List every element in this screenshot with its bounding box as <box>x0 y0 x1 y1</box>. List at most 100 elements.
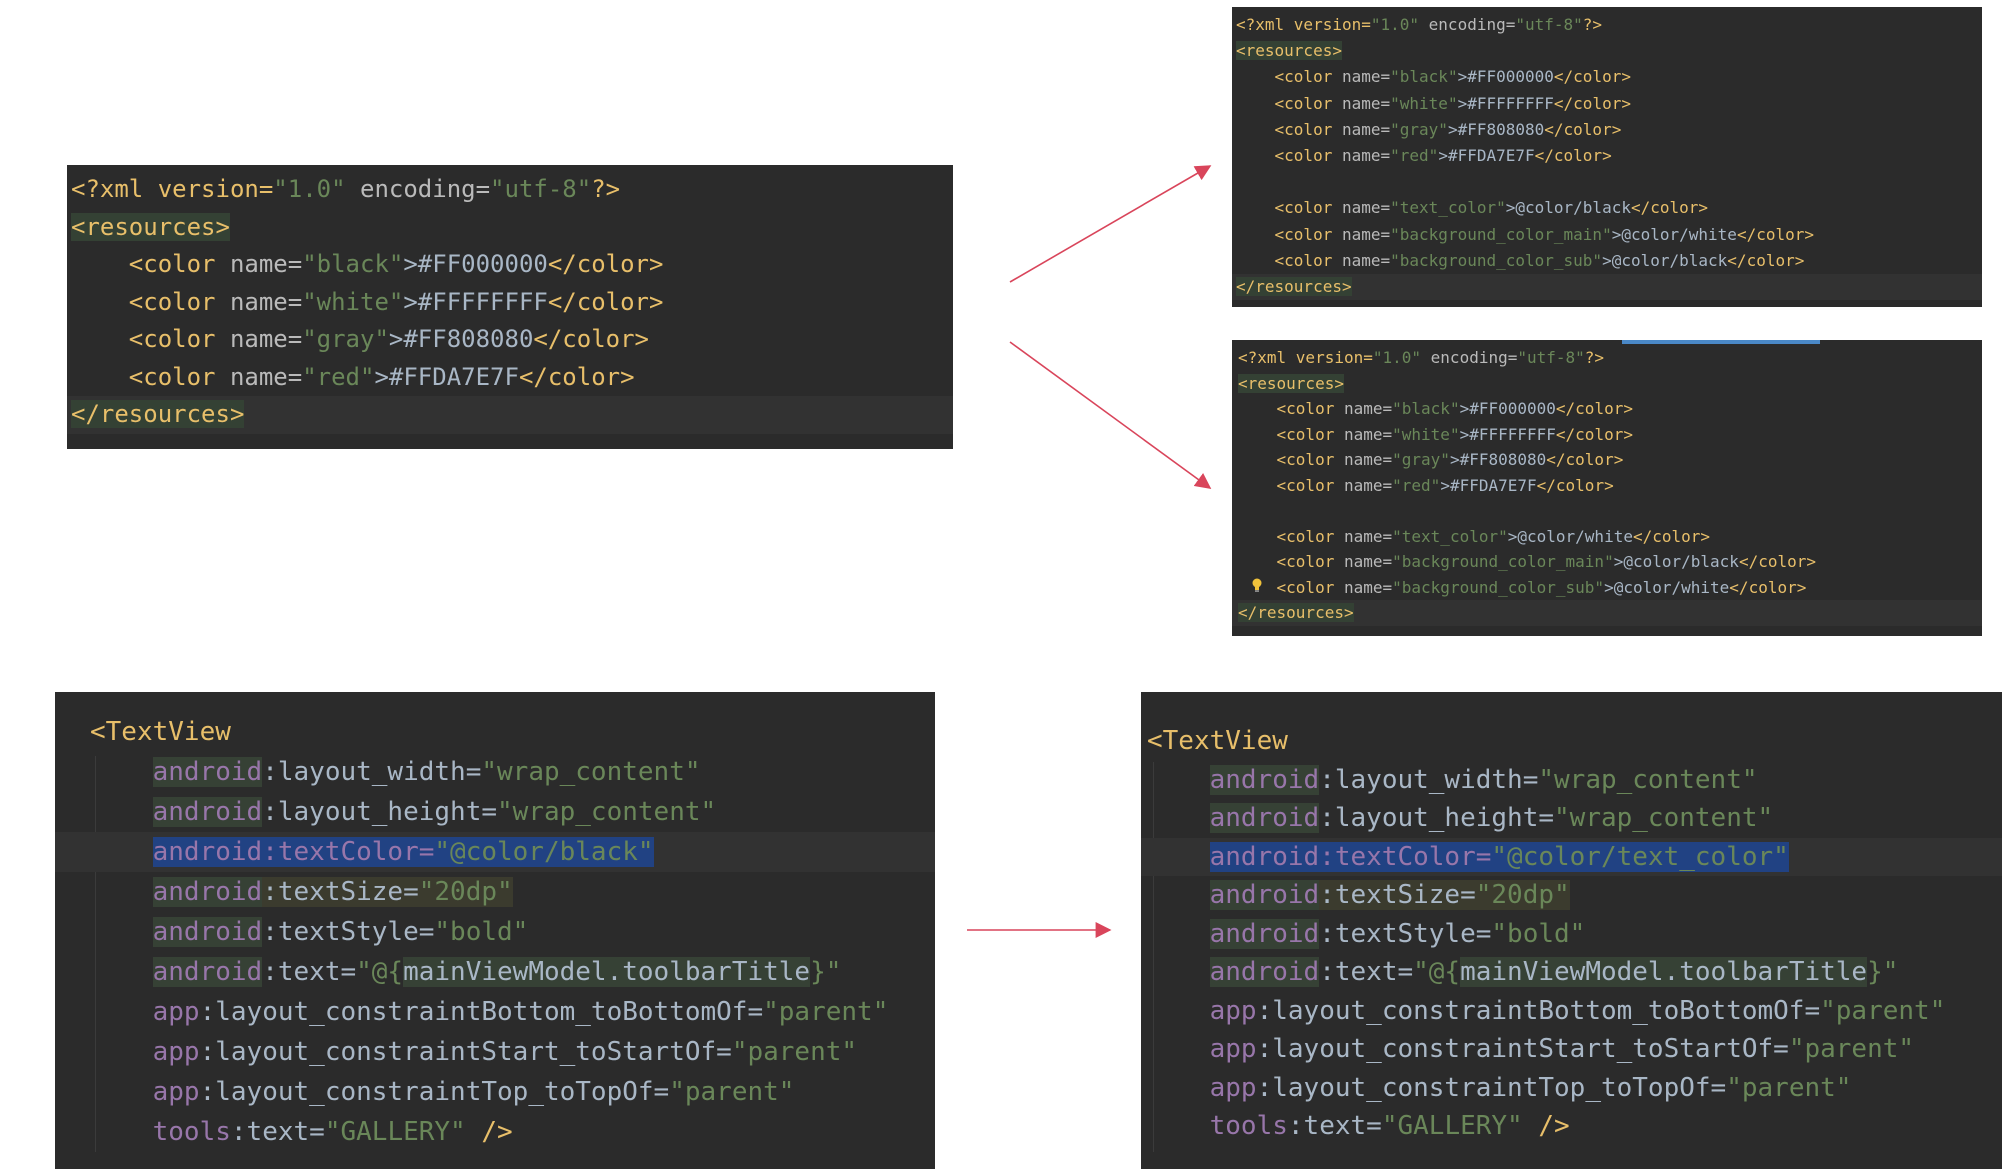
code-line[interactable]: android:textColor="@color/text_color" <box>1147 838 2002 877</box>
code-token: :layout_height= <box>1319 803 1555 833</box>
code-token: </color> <box>1738 552 1816 571</box>
code-line[interactable]: android:textSize="20dp" <box>90 872 935 912</box>
code-line[interactable]: <color name="background_color_main">@col… <box>1236 222 1982 248</box>
code-token: name= <box>1341 93 1391 113</box>
code-line[interactable]: <?xml version="1.0" encoding="utf-8"?> <box>71 171 953 209</box>
colors-original-editor: <?xml version="1.0" encoding="utf-8"?><r… <box>67 165 953 449</box>
code-token: :layout_width= <box>1319 764 1539 795</box>
code-token: "white" <box>302 287 404 316</box>
code-line[interactable]: android:textStyle="bold" <box>90 912 935 952</box>
code-line[interactable]: app:layout_constraintTop_toTopOf="parent… <box>90 1072 935 1112</box>
code-line[interactable]: tools:text="GALLERY" /> <box>90 1112 935 1152</box>
code-token: <color <box>1274 224 1342 244</box>
code-token: </resources> <box>1236 277 1352 296</box>
code-token: }" <box>1867 957 1899 987</box>
code-line[interactable]: app:layout_constraintBottom_toBottomOf="… <box>90 992 935 1032</box>
code-token: >#FFDA7E7F <box>374 362 519 391</box>
code-token: >@color/black <box>1602 250 1728 270</box>
code-line[interactable]: <?xml version="1.0" encoding="utf-8"?> <box>1238 345 1982 371</box>
code-line[interactable]: <color name="text_color">@color/black</c… <box>1236 195 1982 221</box>
code-token: </color> <box>547 250 664 278</box>
code-token: </color> <box>1553 93 1631 113</box>
code-token: :textSize= <box>1319 880 1476 910</box>
code-line[interactable]: <color name="red">#FFDA7E7F</color> <box>71 359 953 397</box>
code-line[interactable]: <color name="white">#FFFFFFFF</color> <box>1238 422 1982 448</box>
code-token: :layout_constraintTop_toTopOf= <box>1256 1072 1727 1103</box>
code-line[interactable]: </resources> <box>1236 274 1982 300</box>
code-token: "background_color_sub" <box>1392 577 1605 597</box>
code-token: >#FFDA7E7F <box>1438 146 1535 165</box>
code-line[interactable]: android:text="@{mainViewModel.toolbarTit… <box>90 952 935 992</box>
code-line[interactable]: <color name="gray">#FF808080</color> <box>71 321 953 359</box>
code-token: </color> <box>1729 577 1807 597</box>
code-line[interactable]: <color name="red">#FFDA7E7F</color> <box>1236 143 1982 169</box>
code-line[interactable]: <resources> <box>1238 371 1982 397</box>
code-line[interactable]: <TextView <box>90 712 935 752</box>
code-token: android <box>1209 918 1320 949</box>
code-token: <color <box>128 287 230 316</box>
code-line[interactable]: app:layout_constraintStart_toStartOf="pa… <box>1147 1030 2002 1069</box>
code-line[interactable]: app:layout_constraintTop_toTopOf="parent… <box>1147 1069 2002 1108</box>
code-token: name= <box>1341 146 1391 165</box>
code-line[interactable]: <resources> <box>1236 38 1982 64</box>
code-token: >@color/black <box>1505 198 1631 218</box>
code-token: android <box>152 917 263 947</box>
code-line[interactable]: android:textColor="@color/black" <box>90 832 935 872</box>
code-token: "@color/black" <box>434 837 654 867</box>
code-line[interactable]: <color name="text_color">@color/white</c… <box>1238 524 1982 550</box>
code-line[interactable]: android:textStyle="bold" <box>1147 915 2002 954</box>
code-line[interactable]: <TextView <box>1147 722 2002 761</box>
code-token: android <box>152 757 263 787</box>
code-line[interactable]: app:layout_constraintStart_toStartOf="pa… <box>90 1032 935 1072</box>
code-token: "parent" <box>763 997 889 1027</box>
code-line[interactable]: <?xml version="1.0" encoding="utf-8"?> <box>1236 12 1982 38</box>
code-token: <TextView <box>90 717 231 747</box>
code-line[interactable]: app:layout_constraintBottom_toBottomOf="… <box>1147 992 2002 1031</box>
code-token: >#FF000000 <box>1457 67 1554 87</box>
code-token: <color <box>128 250 230 278</box>
code-token: "red" <box>1390 146 1439 165</box>
code-line[interactable]: <color name="white">#FFFFFFFF</color> <box>1236 91 1982 117</box>
code-token: <TextView <box>1147 726 1288 756</box>
code-token: "black" <box>302 250 404 278</box>
code-line[interactable]: <color name="red">#FFDA7E7F</color> <box>1238 473 1982 499</box>
code-token: <color <box>1276 552 1344 571</box>
code-token: name= <box>1341 224 1391 244</box>
code-line[interactable]: <color name="black">#FF000000</color> <box>1238 396 1982 422</box>
code-line[interactable]: tools:text="GALLERY" /> <box>1147 1107 2002 1146</box>
code-line[interactable]: android:layout_height="wrap_content" <box>1147 799 2002 838</box>
code-token: "background_color_main" <box>1392 552 1614 571</box>
code-line[interactable]: <color name="gray">#FF808080</color> <box>1238 447 1982 473</box>
code-token: encoding= <box>345 175 491 203</box>
code-token: name= <box>229 362 303 391</box>
code-token: </color> <box>547 287 664 316</box>
code-line[interactable]: <color name="gray">#FF808080</color> <box>1236 117 1982 143</box>
code-line[interactable]: android:text="@{mainViewModel.toolbarTit… <box>1147 953 2002 992</box>
code-token: <resources> <box>1236 41 1342 61</box>
code-token: "GALLERY" <box>1381 1111 1523 1141</box>
code-line[interactable]: <color name="background_color_sub">@colo… <box>1236 248 1982 274</box>
code-token: "1.0" <box>1372 348 1422 367</box>
code-line[interactable]: </resources> <box>1238 600 1982 626</box>
code-line[interactable]: android:layout_width="wrap_content" <box>1147 761 2002 800</box>
code-line[interactable]: <color name="black">#FF000000</color> <box>71 246 953 284</box>
code-line[interactable]: android:layout_height="wrap_content" <box>90 792 935 832</box>
code-token: <?xml version= <box>1236 15 1371 34</box>
code-token: :layout_constraintBottom_toBottomOf= <box>1256 995 1821 1026</box>
code-token: "background_color_sub" <box>1390 250 1603 270</box>
code-line[interactable]: <resources> <box>71 209 953 247</box>
lightbulb-icon[interactable] <box>1251 578 1263 592</box>
code-line[interactable]: android:layout_width="wrap_content" <box>90 752 935 792</box>
code-line[interactable]: <color name="background_color_sub">@colo… <box>1238 575 1982 601</box>
code-line[interactable]: </resources> <box>71 396 953 434</box>
code-line[interactable]: <color name="background_color_main">@col… <box>1238 549 1982 575</box>
code-token: android:textColor= <box>152 837 435 867</box>
code-token: android:textColor= <box>1209 841 1492 872</box>
code-token: "text_color" <box>1390 198 1506 218</box>
code-line[interactable]: <color name="white">#FFFFFFFF</color> <box>71 284 953 322</box>
code-token: <color <box>1274 146 1342 165</box>
code-token: encoding= <box>1421 348 1518 367</box>
code-line[interactable]: <color name="black">#FF000000</color> <box>1236 64 1982 90</box>
code-line[interactable]: android:textSize="20dp" <box>1147 876 2002 915</box>
code-token: android <box>1209 880 1320 910</box>
